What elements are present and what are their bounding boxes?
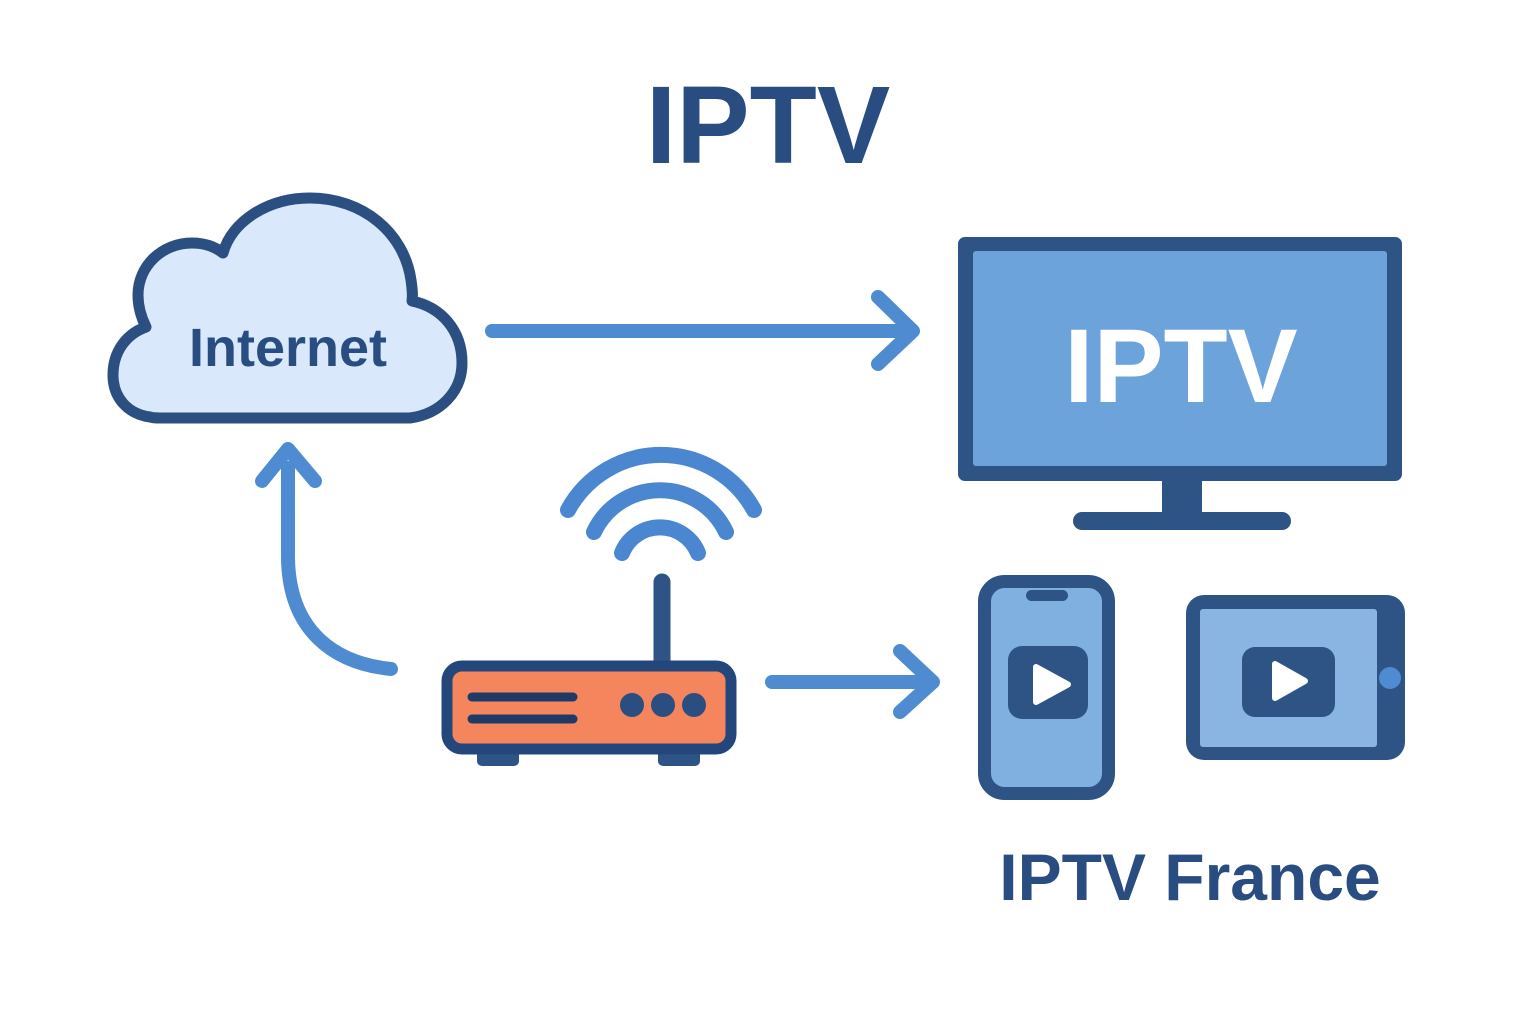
devices-caption: IPTV France — [999, 840, 1380, 914]
arrow-head-icon — [871, 290, 920, 371]
arrow-head-icon — [893, 644, 940, 719]
wifi-arc-middle — [586, 482, 734, 540]
page-title: IPTV — [646, 64, 891, 187]
tv-screen — [973, 251, 1387, 466]
cloud-shape — [107, 192, 468, 424]
arrow-head-icon — [255, 442, 322, 488]
play-icon — [1033, 664, 1071, 705]
tv-screen-label: IPTV — [1064, 308, 1297, 425]
smartphone-icon — [978, 575, 1115, 800]
arrow-curve — [281, 461, 398, 676]
play-icon — [1272, 661, 1308, 701]
internet-cloud-icon: Internet — [107, 192, 468, 424]
router-led-1 — [620, 693, 644, 717]
router-led-2 — [651, 693, 675, 717]
wifi-arc-inner — [614, 519, 706, 561]
wifi-signal-icon — [560, 446, 762, 561]
tablet-home-button — [1379, 667, 1401, 689]
wifi-arc-outer — [560, 446, 762, 518]
tv-icon: IPTV — [958, 237, 1402, 530]
router-led-3 — [682, 693, 706, 717]
router-body — [441, 660, 737, 755]
arrow-cloud-to-tv — [485, 290, 920, 371]
tablet-icon — [1186, 595, 1405, 760]
arrow-router-to-devices — [765, 644, 940, 719]
cloud-label: Internet — [189, 318, 387, 378]
arrow-router-to-cloud — [255, 442, 398, 676]
tv-stand-neck — [1162, 480, 1202, 516]
tv-stand-base — [1073, 512, 1291, 530]
phone-notch — [1026, 590, 1068, 601]
router-icon — [441, 573, 737, 766]
